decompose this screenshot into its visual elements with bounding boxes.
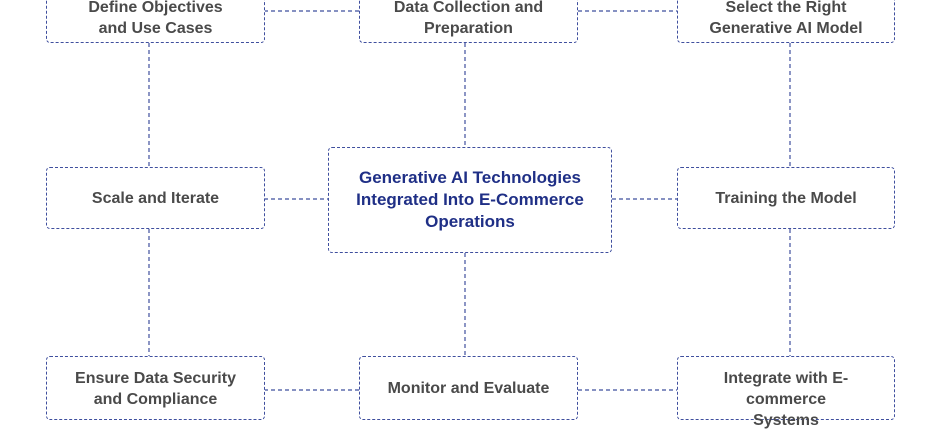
step-bottom-left: Ensure Data Security and Compliance [46, 356, 265, 420]
step-middle-right: Training the Model [677, 167, 895, 229]
step-label: Select the Right Generative AI Model [709, 0, 863, 37]
step-top-middle: Data Collection and Preparation [359, 0, 578, 43]
step-label: Ensure Data Security and Compliance [75, 370, 236, 408]
step-label: Define Objectives and Use Cases [88, 0, 223, 37]
process-diagram: Define Objectives and Use Cases Data Col… [46, 0, 895, 429]
center-topic-label: Generative AI Technologies Integrated In… [356, 168, 584, 231]
step-label: Monitor and Evaluate [387, 380, 550, 397]
connector-lines [148, 10, 791, 391]
step-top-left: Define Objectives and Use Cases [46, 0, 265, 43]
step-top-right: Select the Right Generative AI Model [677, 0, 895, 43]
step-label: Data Collection and Preparation [393, 0, 544, 37]
step-bottom-right: Integrate with E-commerce Systems [677, 356, 895, 429]
step-label: Training the Model [715, 189, 857, 207]
step-bottom-middle: Monitor and Evaluate [359, 356, 578, 420]
center-topic: Generative AI Technologies Integrated In… [328, 147, 612, 253]
step-label: Scale and Iterate [91, 189, 220, 207]
step-middle-left: Scale and Iterate [46, 167, 265, 229]
